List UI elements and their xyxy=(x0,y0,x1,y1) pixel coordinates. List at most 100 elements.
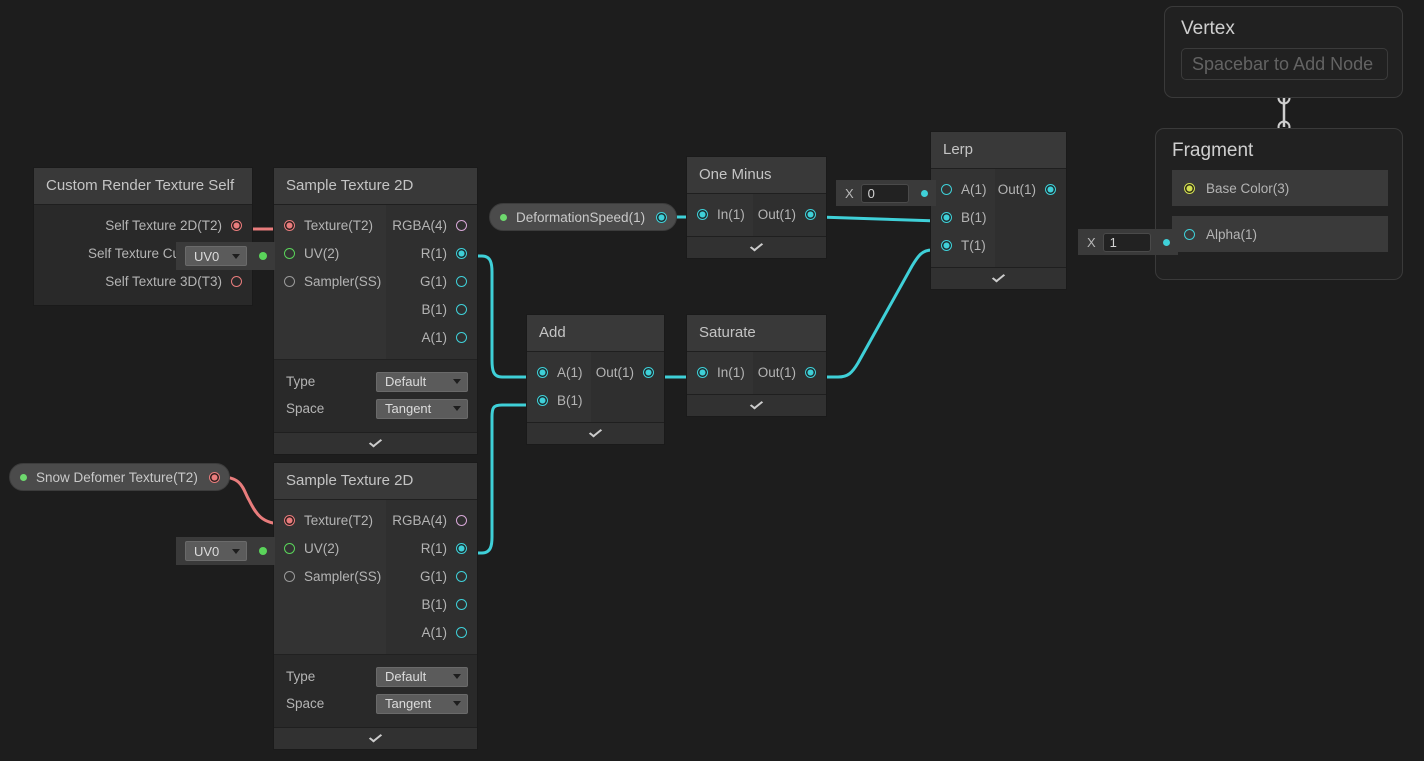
port-dot-icon[interactable] xyxy=(1184,182,1195,194)
block-alpha[interactable]: Alpha(1) xyxy=(1172,216,1388,252)
float-slot-dot-icon[interactable] xyxy=(920,189,928,197)
type-dropdown[interactable]: Default xyxy=(376,371,468,392)
port-dot-icon[interactable] xyxy=(643,366,654,378)
port-dot-icon[interactable] xyxy=(231,219,242,231)
port-sampler[interactable]: Sampler(SS) xyxy=(274,267,386,295)
setting-type[interactable]: Type Default xyxy=(274,368,477,395)
property-deformation-speed[interactable]: DeformationSpeed(1) xyxy=(489,203,678,231)
port-out[interactable]: Out(1) xyxy=(591,358,664,386)
port-dot-icon[interactable] xyxy=(537,366,548,378)
float-input[interactable]: 0 xyxy=(860,183,909,203)
port-sampler[interactable]: Sampler(SS) xyxy=(274,562,386,590)
port-dot-icon[interactable] xyxy=(456,331,467,343)
port-dot-icon[interactable] xyxy=(805,366,816,378)
uv-slot-dot-icon[interactable] xyxy=(259,547,267,555)
port-b[interactable]: B(1) xyxy=(931,203,995,231)
uv-slot-top[interactable]: UV0 xyxy=(176,242,275,270)
float-slot-alpha[interactable]: X 1 xyxy=(1078,229,1178,255)
port-t[interactable]: T(1) xyxy=(931,231,995,259)
port-a[interactable]: A(1) xyxy=(386,323,477,351)
uv-slot-bottom[interactable]: UV0 xyxy=(176,537,275,565)
port-r[interactable]: R(1) xyxy=(386,239,477,267)
port-a[interactable]: A(1) xyxy=(931,175,995,203)
port-uv[interactable]: UV(2) xyxy=(274,534,386,562)
node-add[interactable]: Add A(1) B(1) Out(1) xyxy=(526,314,665,445)
type-dropdown[interactable]: Default xyxy=(376,666,468,687)
port-dot-icon[interactable] xyxy=(456,514,467,526)
port-dot-icon[interactable] xyxy=(284,247,295,259)
port-out[interactable]: Out(1) xyxy=(753,200,826,228)
port-b[interactable]: B(1) xyxy=(386,590,477,618)
port-texture-t2[interactable]: Texture(T2) xyxy=(274,211,386,239)
port-dot-icon[interactable] xyxy=(805,208,816,220)
add-node-hint[interactable]: Spacebar to Add Node xyxy=(1181,48,1388,80)
port-dot-icon[interactable] xyxy=(284,542,295,554)
port-dot-icon[interactable] xyxy=(656,211,668,223)
uv-channel-dropdown[interactable]: UV0 xyxy=(185,541,247,561)
port-dot-icon[interactable] xyxy=(284,570,295,582)
port-out[interactable]: Out(1) xyxy=(995,175,1066,203)
port-dot-icon[interactable] xyxy=(231,275,242,287)
context-fragment[interactable]: Fragment Base Color(3) Alpha(1) xyxy=(1155,128,1403,280)
port-dot-icon[interactable] xyxy=(456,247,467,259)
port-a[interactable]: A(1) xyxy=(386,618,477,646)
port-dot-icon[interactable] xyxy=(456,598,467,610)
port-dot-icon[interactable] xyxy=(456,542,467,554)
port-uv[interactable]: UV(2) xyxy=(274,239,386,267)
port-dot-icon[interactable] xyxy=(284,219,295,231)
port-dot-icon[interactable] xyxy=(697,208,708,220)
port-dot-icon[interactable] xyxy=(456,570,467,582)
setting-space[interactable]: Space Tangent xyxy=(274,690,477,717)
port-self-texture-2d[interactable]: Self Texture 2D(T2) xyxy=(34,211,252,239)
uv-channel-dropdown[interactable]: UV0 xyxy=(185,246,247,266)
port-in[interactable]: In(1) xyxy=(687,358,753,386)
port-dot-icon[interactable] xyxy=(941,183,952,195)
port-dot-icon[interactable] xyxy=(537,394,548,406)
context-vertex[interactable]: Vertex Spacebar to Add Node xyxy=(1164,6,1403,98)
float-slot-dot-icon[interactable] xyxy=(1162,238,1170,246)
port-a[interactable]: A(1) xyxy=(527,358,591,386)
port-in[interactable]: In(1) xyxy=(687,200,753,228)
port-dot-icon[interactable] xyxy=(1045,183,1056,195)
port-dot-icon[interactable] xyxy=(697,366,708,378)
port-rgba[interactable]: RGBA(4) xyxy=(386,211,477,239)
port-dot-icon[interactable] xyxy=(208,471,220,483)
port-rgba[interactable]: RGBA(4) xyxy=(386,506,477,534)
port-g[interactable]: G(1) xyxy=(386,267,477,295)
node-lerp[interactable]: Lerp A(1) B(1) T(1) Out(1) xyxy=(930,131,1067,290)
float-input[interactable]: 1 xyxy=(1102,232,1151,252)
port-dot-icon[interactable] xyxy=(456,275,467,287)
collapse-toggle[interactable] xyxy=(687,236,826,258)
property-snow-deformer-texture[interactable]: Snow Defomer Texture(T2) xyxy=(9,463,230,491)
uv-slot-dot-icon[interactable] xyxy=(259,252,267,260)
node-one-minus[interactable]: One Minus In(1) Out(1) xyxy=(686,156,827,259)
port-dot-icon[interactable] xyxy=(1184,228,1195,240)
port-dot-icon[interactable] xyxy=(456,626,467,638)
port-out[interactable]: Out(1) xyxy=(753,358,826,386)
port-self-texture-3d[interactable]: Self Texture 3D(T3) xyxy=(34,267,252,295)
port-r[interactable]: R(1) xyxy=(386,534,477,562)
node-custom-render-texture-self[interactable]: Custom Render Texture Self Self Texture … xyxy=(33,167,253,306)
port-dot-icon[interactable] xyxy=(284,514,295,526)
setting-type[interactable]: Type Default xyxy=(274,663,477,690)
block-base-color[interactable]: Base Color(3) xyxy=(1172,170,1388,206)
port-dot-icon[interactable] xyxy=(941,211,952,223)
port-dot-icon[interactable] xyxy=(284,275,295,287)
port-texture-t2[interactable]: Texture(T2) xyxy=(274,506,386,534)
collapse-toggle[interactable] xyxy=(931,267,1066,289)
port-dot-icon[interactable] xyxy=(941,239,952,251)
port-b[interactable]: B(1) xyxy=(527,386,591,414)
collapse-toggle[interactable] xyxy=(274,727,477,749)
collapse-toggle[interactable] xyxy=(527,422,664,444)
setting-space[interactable]: Space Tangent xyxy=(274,395,477,422)
space-dropdown[interactable]: Tangent xyxy=(376,693,468,714)
port-g[interactable]: G(1) xyxy=(386,562,477,590)
collapse-toggle[interactable] xyxy=(687,394,826,416)
node-sample-texture-2d-bottom[interactable]: Sample Texture 2D Texture(T2) UV(2) Samp… xyxy=(273,462,478,750)
port-dot-icon[interactable] xyxy=(456,219,467,231)
float-slot-lerp-a[interactable]: X 0 xyxy=(836,180,936,206)
space-dropdown[interactable]: Tangent xyxy=(376,398,468,419)
collapse-toggle[interactable] xyxy=(274,432,477,454)
port-dot-icon[interactable] xyxy=(456,303,467,315)
